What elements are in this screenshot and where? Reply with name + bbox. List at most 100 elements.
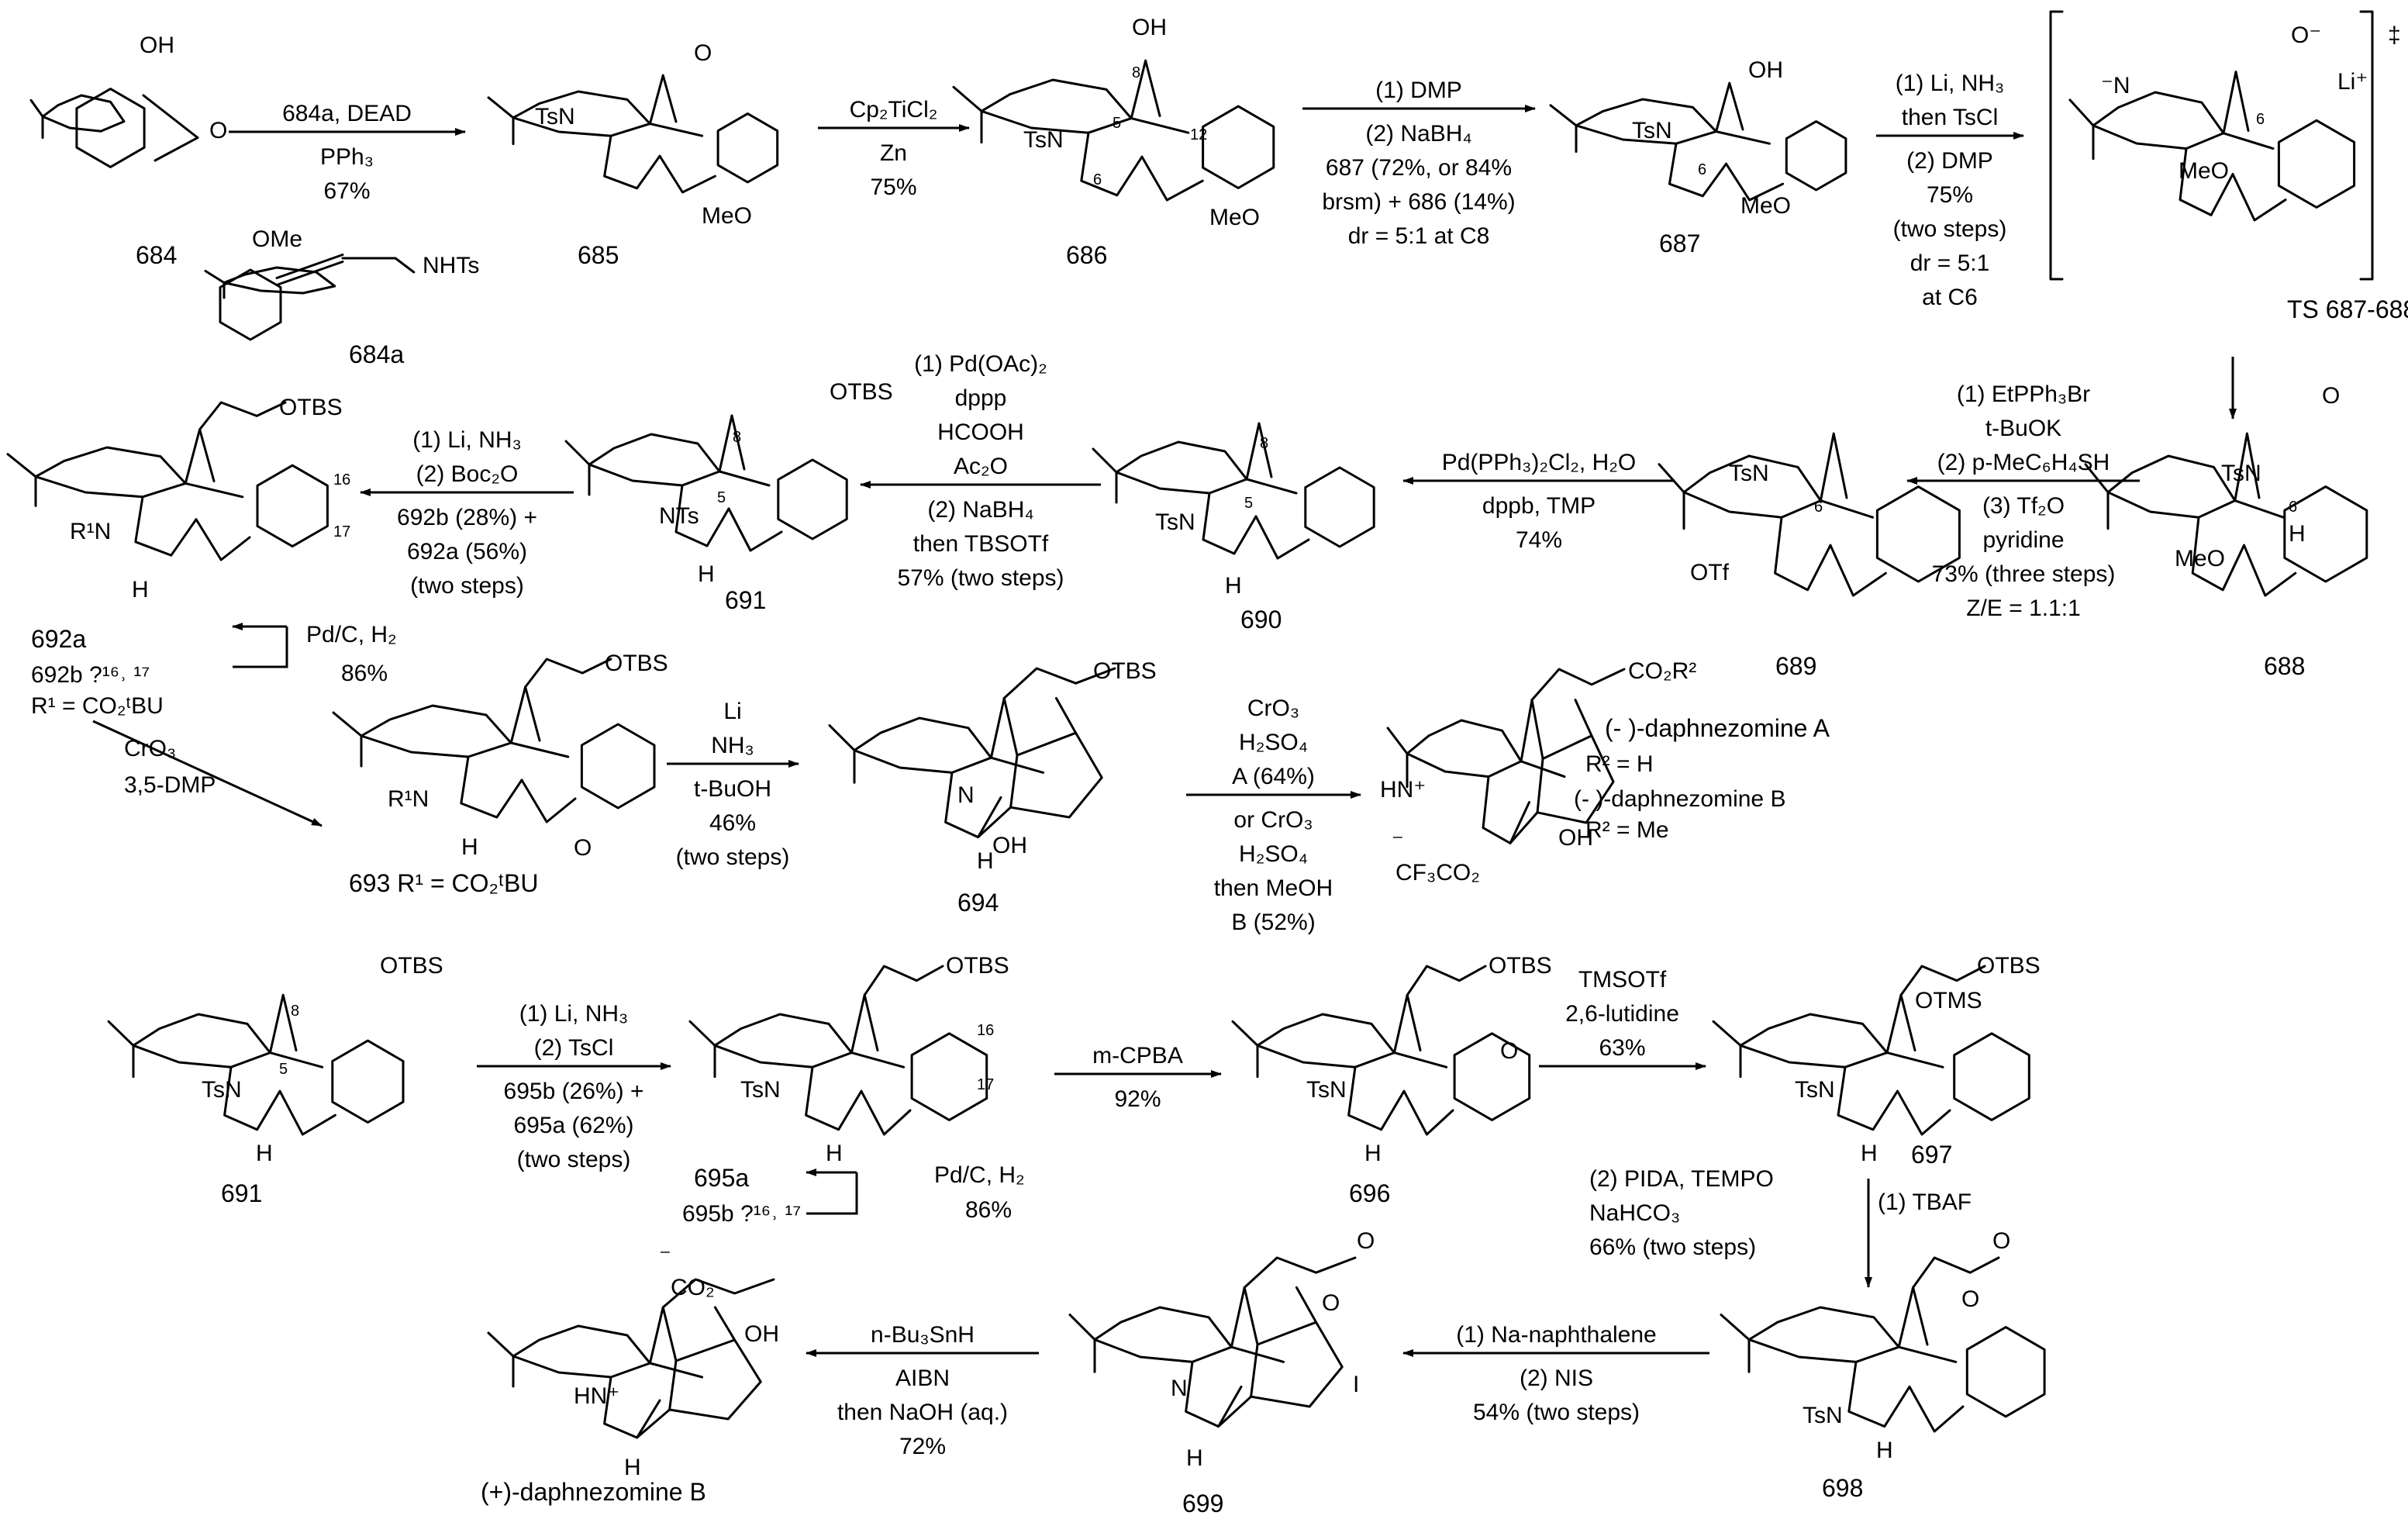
- nitrogen-ring: [1202, 492, 1257, 555]
- atom-label: OTBS: [1093, 658, 1157, 684]
- reagent-above: (1) Li, NH₃: [412, 427, 522, 453]
- atom-label: H: [977, 848, 994, 874]
- bridge-bond: [520, 779, 577, 823]
- reagent-above: (1) Li, NH₃: [1896, 71, 2005, 96]
- nitrogen-ring: [134, 495, 198, 557]
- benzene-ring: [331, 1039, 405, 1124]
- nitrogen-ring: [674, 484, 730, 547]
- reagent-below: (2) NIS: [1520, 1365, 1593, 1391]
- benzene-ring: [1202, 105, 1275, 189]
- reagent-above: H₂SO₄: [1239, 730, 1308, 755]
- atom-label: TsN: [1803, 1403, 1843, 1428]
- transition-state-brackets: [2049, 10, 2374, 281]
- nitrogen-ring: [1668, 142, 1727, 198]
- annotation-t5: CrO₃: [124, 736, 176, 761]
- reagent-below: 695b (26%) +: [504, 1079, 644, 1104]
- atom-label: OTMS: [1915, 988, 1982, 1013]
- cyclohexene-ring: [580, 723, 656, 810]
- reagent-below: 75%: [1927, 182, 1973, 208]
- cyclohexane-ring: [828, 716, 992, 784]
- atom-label: MeO: [1740, 193, 1791, 219]
- reagent-below: (2) DMP: [1906, 148, 1993, 174]
- nitrogen-ring: [1080, 131, 1144, 197]
- reagent-below: H₂SO₄: [1239, 841, 1308, 867]
- benzene-ring: [716, 112, 779, 184]
- cyclohexane-ring: [2068, 91, 2225, 161]
- cage-framework: [1009, 696, 1103, 819]
- reagent-above: CrO₃: [1247, 696, 1299, 721]
- atom-label: TsN: [1632, 118, 1672, 143]
- atom-label: MeO: [2179, 158, 2229, 184]
- atom-label: H: [2289, 521, 2306, 547]
- compound-label: 691: [221, 1179, 262, 1207]
- quaternary-center: [2234, 432, 2285, 519]
- cyclohexene-ring: [1953, 1032, 2030, 1121]
- reagent-below: (3) Tf₂O: [1982, 493, 2065, 519]
- reagent-below: AIBN: [895, 1365, 950, 1391]
- atom-label: OH: [1132, 15, 1167, 40]
- compound-label: 697: [1911, 1141, 1952, 1169]
- cyclohexane-ring: [6, 446, 187, 507]
- side-chain: [524, 658, 612, 689]
- compound-label: TS 687-688: [2287, 295, 2408, 323]
- bridge-bond: [195, 518, 251, 561]
- bridge-bond: [1509, 811, 1539, 844]
- atom-label: 5: [717, 489, 726, 506]
- annotation-t4: 86%: [341, 661, 388, 686]
- atom-label: O⁻: [2291, 22, 2321, 48]
- reagent-below: PPh₃: [320, 144, 374, 170]
- cyclohexane-ring: [487, 90, 651, 146]
- atom-label: TsN: [740, 1077, 781, 1103]
- atom-label: OTBS: [1977, 953, 2041, 979]
- atom-label: OTBS: [605, 651, 668, 676]
- cyclohexene-ring: [1453, 1032, 1531, 1121]
- nitrogen-ring: [1847, 1360, 1911, 1428]
- atom-label: OH: [744, 1321, 779, 1347]
- reagent-below: 74%: [1516, 527, 1562, 553]
- benzene-ring: [219, 268, 282, 341]
- reagent-below: 692a (56%): [407, 539, 527, 564]
- reagent-above: (2) TsCl: [534, 1035, 614, 1061]
- quaternary-center: [989, 696, 1045, 774]
- atom-label: 5: [279, 1061, 288, 1078]
- reagent-above: Ac₂O: [954, 454, 1008, 479]
- compound-label: (+)-daphnezomine B: [481, 1478, 706, 1506]
- quaternary-center: [648, 1306, 704, 1379]
- atom-label: HN⁺: [574, 1383, 619, 1409]
- side-chain: [863, 965, 944, 996]
- compound-label: 696: [1349, 1179, 1390, 1207]
- nitrogen-ring: [603, 1376, 661, 1439]
- hydrogenation-loop-695: [806, 1169, 858, 1215]
- reagent-below: 54% (two steps): [1473, 1400, 1640, 1425]
- atom-label: TsN: [1729, 461, 1769, 486]
- reagent-below: then TBSOTf: [913, 531, 1049, 557]
- atom-label: H: [132, 577, 149, 602]
- reagent-below: Z/E = 1.1:1: [1966, 596, 2081, 621]
- cyclohexene-ring: [256, 464, 329, 548]
- atom-label: CF₃CO₂: [1395, 860, 1480, 886]
- benzene-ring: [1875, 485, 1961, 583]
- compound-label: 698: [1822, 1474, 1863, 1502]
- quaternary-center: [1897, 1286, 1958, 1363]
- bridge-bond: [1896, 1089, 1951, 1136]
- reagent-below: 75%: [870, 174, 916, 200]
- cyclohexane-ring: [1231, 1013, 1395, 1079]
- cage-framework: [1536, 699, 1615, 824]
- compound-label: 686: [1066, 241, 1107, 269]
- atom-label: OH: [1558, 825, 1593, 851]
- annotation-t12: 86%: [965, 1197, 1012, 1223]
- side-chain: [661, 1278, 775, 1309]
- atom-label: R¹N: [70, 519, 111, 544]
- atom-label: 8: [1260, 435, 1268, 452]
- reagent-below: 67%: [323, 178, 370, 204]
